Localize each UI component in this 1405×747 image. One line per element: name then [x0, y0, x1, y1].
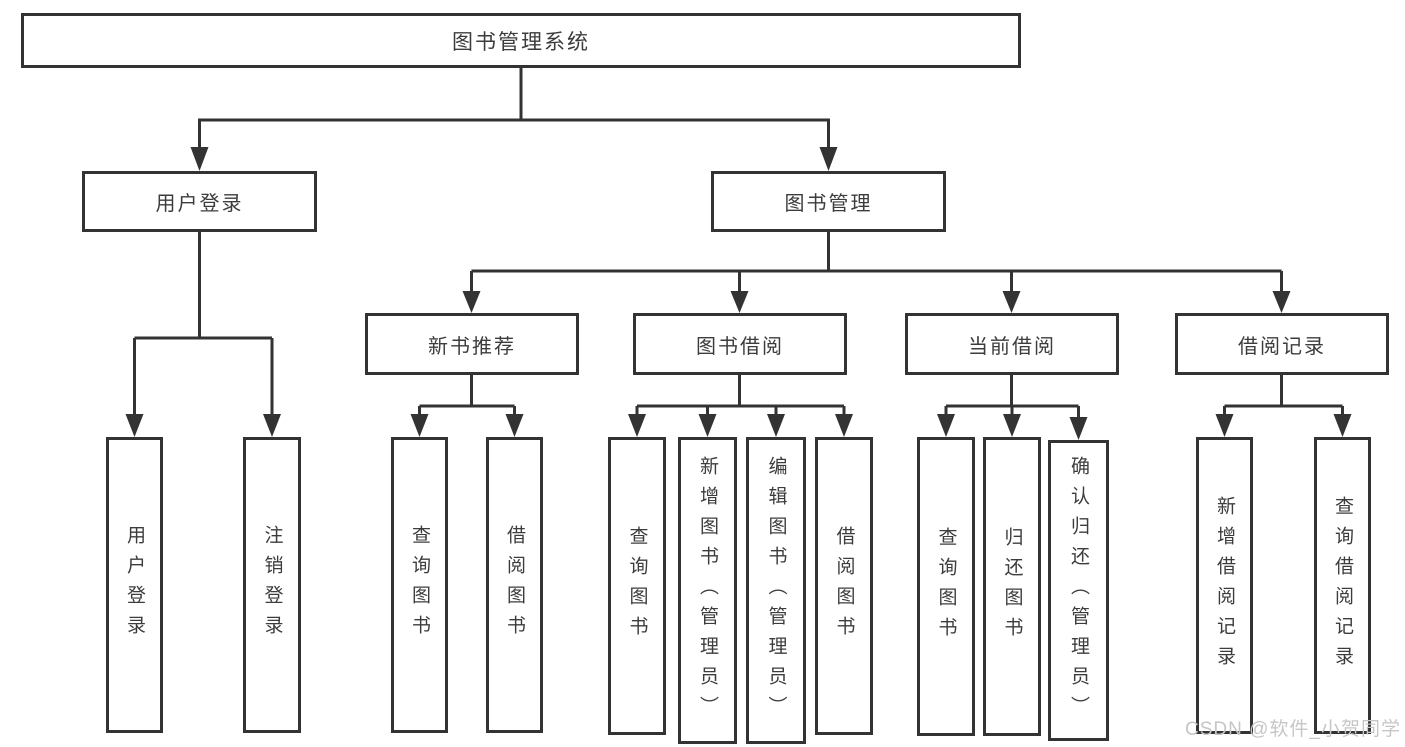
- node-current-borrowing: 当前借阅: [905, 313, 1119, 375]
- leaf-logout-label: 注销登录: [261, 525, 283, 645]
- node-library-management-system: 图书管理系统: [21, 13, 1021, 68]
- node-new-book-recommendation: 新书推荐: [365, 313, 579, 375]
- node-book-borrowing: 图书借阅: [633, 313, 847, 375]
- leaf-add-borrow-record-label: 新增借阅记录: [1214, 495, 1235, 676]
- leaf-query-books-current-label: 查询图书: [935, 526, 957, 647]
- leaf-borrow-books: 借阅图书: [815, 437, 873, 735]
- leaf-confirm-return-admin: 确认归还（管理员）: [1048, 440, 1109, 741]
- leaf-query-books-borrow: 查询图书: [608, 437, 666, 735]
- leaf-edit-book-admin: 编辑图书（管理员）: [746, 437, 806, 744]
- leaf-query-books-recommend-label: 查询图书: [409, 525, 430, 645]
- node-book-management: 图书管理: [711, 171, 946, 232]
- leaf-add-book-admin: 新增图书（管理员）: [678, 437, 737, 744]
- leaf-query-borrow-record: 查询借阅记录: [1314, 437, 1371, 734]
- leaf-query-borrow-record-label: 查询借阅记录: [1332, 495, 1353, 676]
- leaf-user-login-label: 用户登录: [124, 525, 145, 645]
- leaf-user-login: 用户登录: [106, 437, 163, 733]
- leaf-query-books-borrow-label: 查询图书: [626, 526, 648, 646]
- csdn-watermark: CSDN @软件_小贺同学: [1185, 719, 1401, 740]
- node-borrowing-records: 借阅记录: [1175, 313, 1389, 375]
- leaf-return-books-label: 归还图书: [1001, 526, 1023, 647]
- leaf-add-borrow-record: 新增借阅记录: [1196, 437, 1253, 734]
- leaf-logout: 注销登录: [243, 437, 301, 733]
- leaf-return-books: 归还图书: [983, 437, 1041, 736]
- leaf-edit-book-admin-label: 编辑图书（管理员）: [765, 455, 787, 726]
- leaf-query-books-current: 查询图书: [917, 437, 975, 736]
- leaf-borrow-books-recommend: 借阅图书: [486, 437, 543, 733]
- leaf-add-book-admin-label: 新增图书（管理员）: [697, 455, 718, 726]
- leaf-borrow-books-label: 借阅图书: [833, 526, 855, 646]
- leaf-confirm-return-admin-label: 确认归还（管理员）: [1068, 455, 1089, 726]
- leaf-borrow-books-recommend-label: 借阅图书: [504, 525, 525, 645]
- leaf-query-books-recommend: 查询图书: [391, 437, 448, 733]
- node-user-login: 用户登录: [82, 171, 317, 232]
